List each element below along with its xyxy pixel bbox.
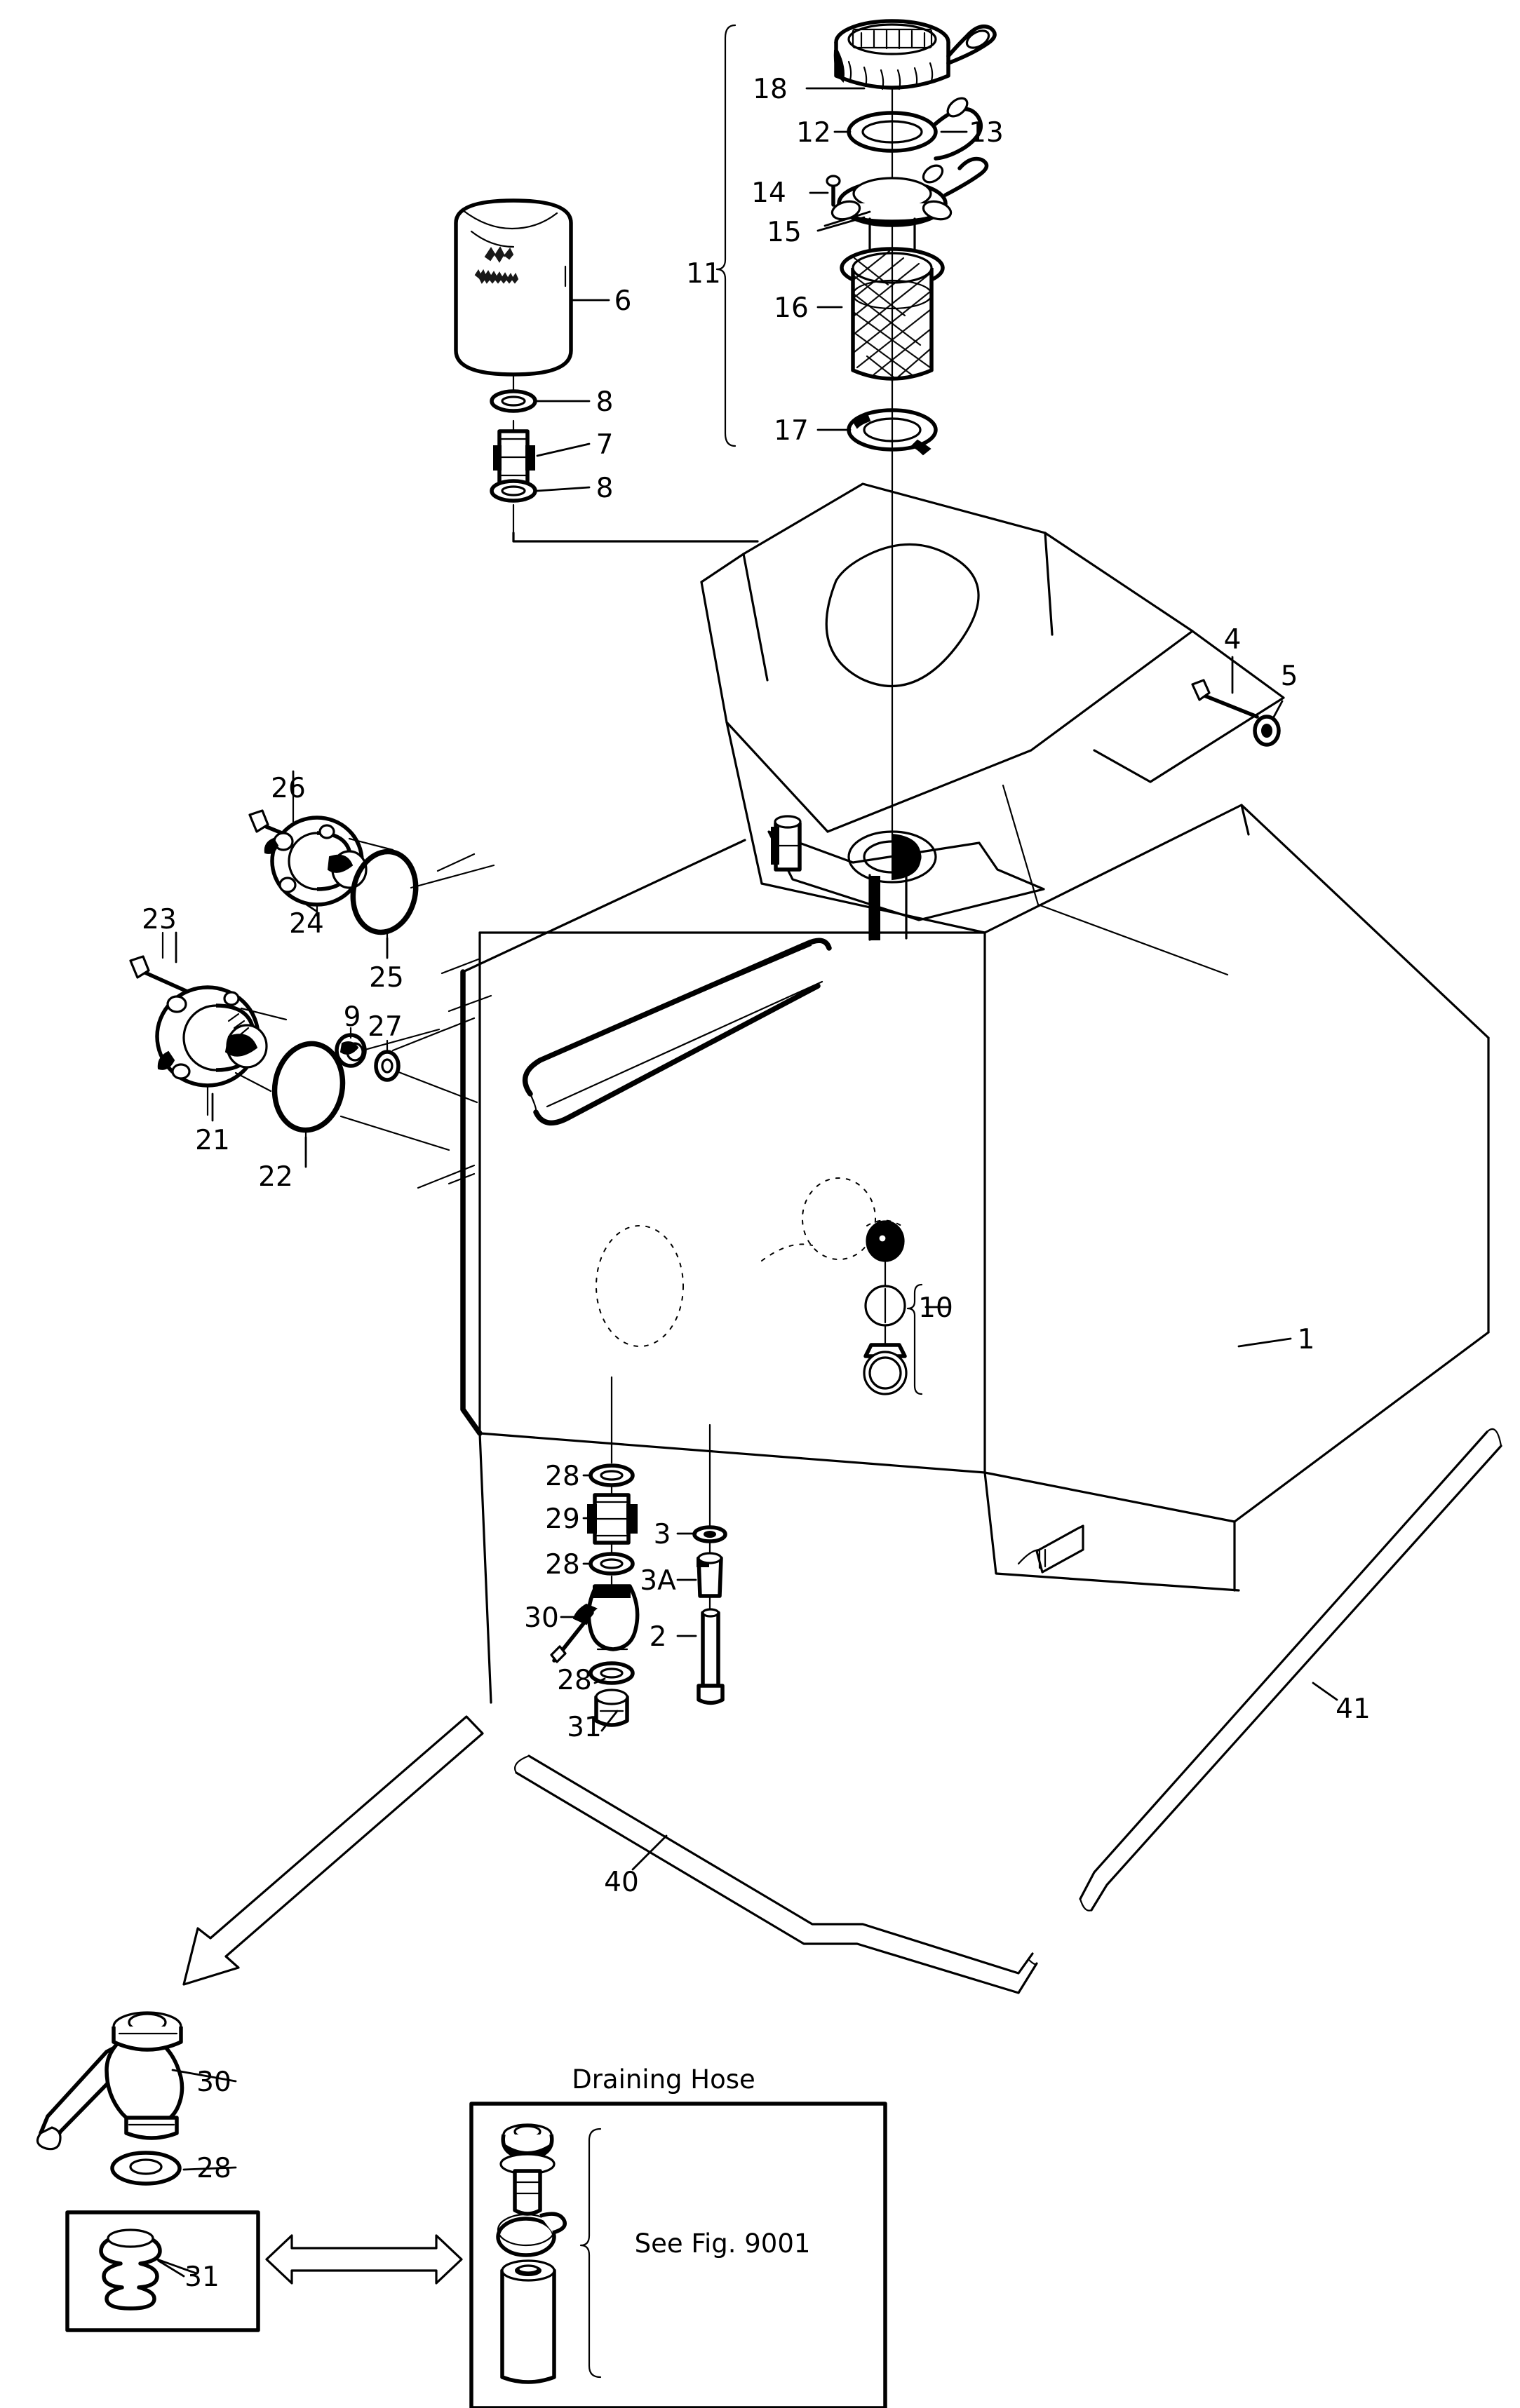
callout-6: 6 — [614, 285, 632, 317]
callout-30: 30 — [524, 1602, 559, 1634]
oil-filter-cartridge — [454, 198, 573, 377]
callout-41: 41 — [1336, 1693, 1371, 1725]
detail-drain-cock-valve — [36, 2011, 184, 2151]
oil-tank — [391, 482, 1490, 1704]
leader-lines — [157, 87, 1338, 2278]
return-flange-upper-group — [248, 794, 495, 958]
callout-12: 12 — [796, 117, 831, 149]
o-ring-upper — [350, 848, 495, 958]
filler-neck-flange — [809, 156, 989, 261]
drain-washer-top — [589, 1463, 635, 1487]
retaining-nut — [335, 1027, 367, 1068]
callout-8-lower: 8 — [596, 473, 614, 504]
drain-washer-middle — [589, 1552, 635, 1576]
callout-1: 1 — [1298, 1324, 1315, 1355]
callout-14: 14 — [751, 177, 786, 209]
callout-11: 11 — [686, 258, 721, 290]
return-flange-lower-group — [129, 931, 478, 1157]
drain-valve-stack — [550, 1376, 640, 1727]
callout-40: 40 — [604, 1867, 639, 1898]
strainer-seal-ring — [847, 408, 938, 456]
cover-washer — [1253, 715, 1281, 747]
hose-clamp — [496, 2212, 567, 2257]
callout-4: 4 — [1224, 624, 1242, 656]
callout-24: 24 — [289, 908, 324, 940]
callout-29: 29 — [545, 1503, 580, 1535]
detail-callout-28: 28 — [196, 2153, 231, 2184]
drain-hose-right — [1079, 1428, 1502, 1912]
callout-7: 7 — [596, 429, 614, 461]
filter-seal-washer-upper — [490, 389, 537, 413]
hose-tube — [500, 2259, 556, 2384]
detail-drain-washer — [110, 2151, 182, 2186]
suction-strainer-element — [840, 247, 945, 384]
see-fig-reference: See Fig. 9001 — [635, 2228, 811, 2259]
drain-adapter-fitting — [587, 1493, 638, 1545]
callout-27: 27 — [368, 1011, 403, 1043]
filter-nipple-fitting — [493, 429, 535, 486]
filler-strainer-assembly-group — [715, 19, 997, 843]
o-ring-lower — [271, 1028, 450, 1157]
callout-2: 2 — [650, 1621, 667, 1653]
oil-filter-group — [454, 198, 759, 543]
detail-pointer-arrow — [182, 1715, 484, 1986]
detail-callout-31: 31 — [184, 2261, 220, 2293]
callout-22: 22 — [258, 1161, 293, 1193]
detail-callout-30: 30 — [196, 2067, 231, 2098]
callout-23: 23 — [142, 904, 177, 935]
detail-plug-box — [65, 2210, 260, 2332]
retaining-chain-clip — [932, 97, 983, 161]
callout-9: 9 — [344, 1001, 361, 1033]
callout-16: 16 — [774, 292, 809, 324]
callout-8-upper: 8 — [596, 386, 614, 418]
detail-link-arrow — [265, 2234, 463, 2285]
drain-washer-bottom — [589, 1661, 635, 1685]
drain-cock-valve — [550, 1584, 640, 1663]
callout-25: 25 — [369, 962, 404, 994]
filler-cap-gasket — [847, 111, 938, 153]
callout-28-bottom: 28 — [557, 1665, 592, 1696]
lock-washer — [374, 1039, 478, 1104]
sight-gauge-fitting-group — [863, 1219, 923, 1395]
callout-3a: 3A — [640, 1565, 676, 1597]
cover-bolt-group — [1191, 679, 1281, 747]
return-flange-lower — [155, 985, 288, 1116]
tank-foot-bracket — [1017, 1524, 1084, 1574]
callout-13: 13 — [969, 117, 1004, 149]
draining-hose-title: Draining Hose — [572, 2064, 755, 2095]
callout-10: 10 — [918, 1292, 953, 1324]
callout-28-middle: 28 — [545, 1549, 580, 1581]
draining-hose-detail — [469, 2102, 887, 2408]
bolt-long — [697, 1608, 725, 1705]
return-flange-upper — [264, 816, 394, 917]
callout-5: 5 — [1281, 661, 1298, 692]
callout-18: 18 — [753, 74, 788, 105]
drain-hose-left — [514, 1754, 1038, 1994]
callout-15: 15 — [767, 217, 802, 248]
callout-3: 3 — [654, 1519, 671, 1550]
filter-seal-washer-lower — [490, 479, 537, 503]
spacer-collar — [697, 1552, 723, 1598]
callout-31: 31 — [567, 1712, 602, 1743]
drain-plug — [594, 1689, 629, 1727]
callout-numbers: 18 12 13 14 15 16 17 11 6 8 7 8 4 5 1 10… — [142, 74, 1371, 2293]
callout-21: 21 — [195, 1125, 230, 1156]
filler-cap — [833, 19, 997, 90]
hose-nipple-fitting — [499, 2123, 556, 2216]
callout-28-top: 28 — [545, 1461, 580, 1492]
washer-small — [692, 1525, 727, 1543]
tank-handle — [522, 938, 832, 1126]
enlarged-drain-valve-detail — [36, 2011, 260, 2332]
callout-26: 26 — [271, 773, 306, 804]
callout-17: 17 — [774, 415, 809, 447]
tank-mount-bolt-group — [692, 1423, 727, 1705]
